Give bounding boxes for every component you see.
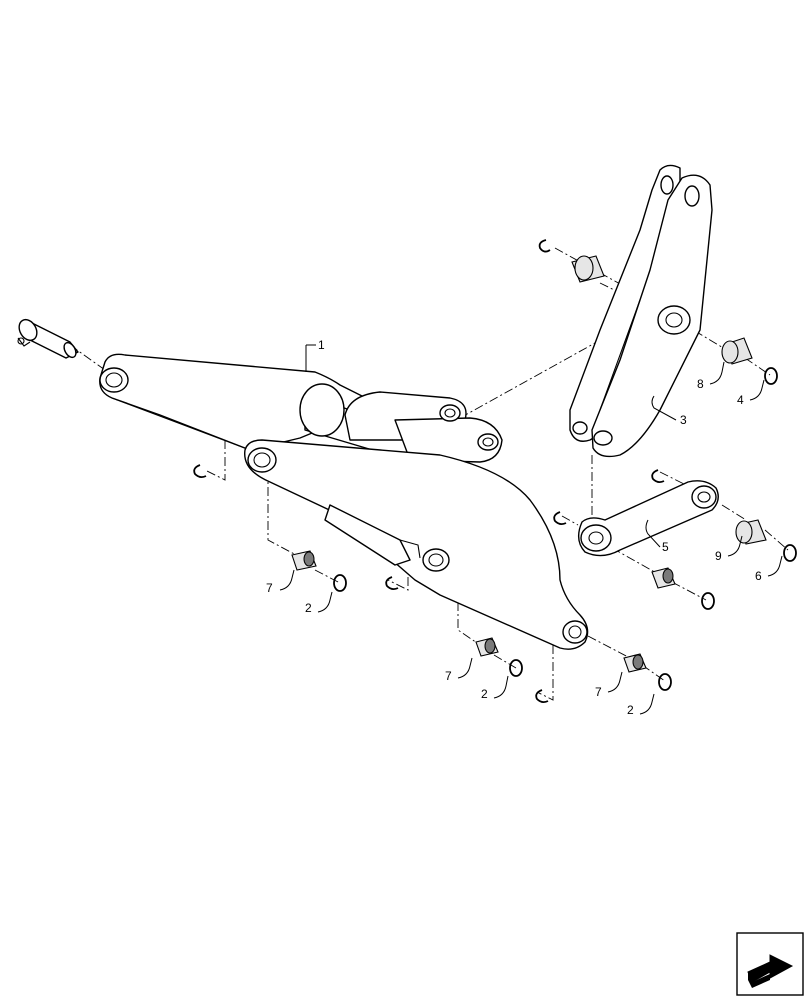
bellcrank — [569, 164, 713, 458]
callout-numbers: 1 2 2 2 3 4 5 6 7 7 7 8 9 — [266, 338, 762, 717]
callout-1: 1 — [318, 338, 325, 352]
cross-tube — [299, 383, 503, 471]
callout-2-a: 2 — [305, 601, 312, 615]
callout-9: 9 — [715, 549, 722, 563]
callout-5: 5 — [662, 540, 669, 554]
lift-arm-front — [244, 439, 589, 650]
callout-6: 6 — [755, 569, 762, 583]
callout-4: 4 — [737, 393, 744, 407]
pivot-pin — [17, 318, 79, 359]
callout-7-a: 7 — [266, 581, 273, 595]
callout-3: 3 — [680, 413, 687, 427]
callout-7-b: 7 — [445, 669, 452, 683]
bushings-and-rings — [193, 239, 797, 704]
callout-2-b: 2 — [481, 687, 488, 701]
callout-leaders — [279, 344, 783, 715]
callout-2-c: 2 — [627, 703, 634, 717]
link-bar — [577, 480, 719, 557]
next-page-arrow-icon[interactable] — [736, 932, 804, 996]
callout-7-c: 7 — [595, 685, 602, 699]
callout-8: 8 — [697, 377, 704, 391]
